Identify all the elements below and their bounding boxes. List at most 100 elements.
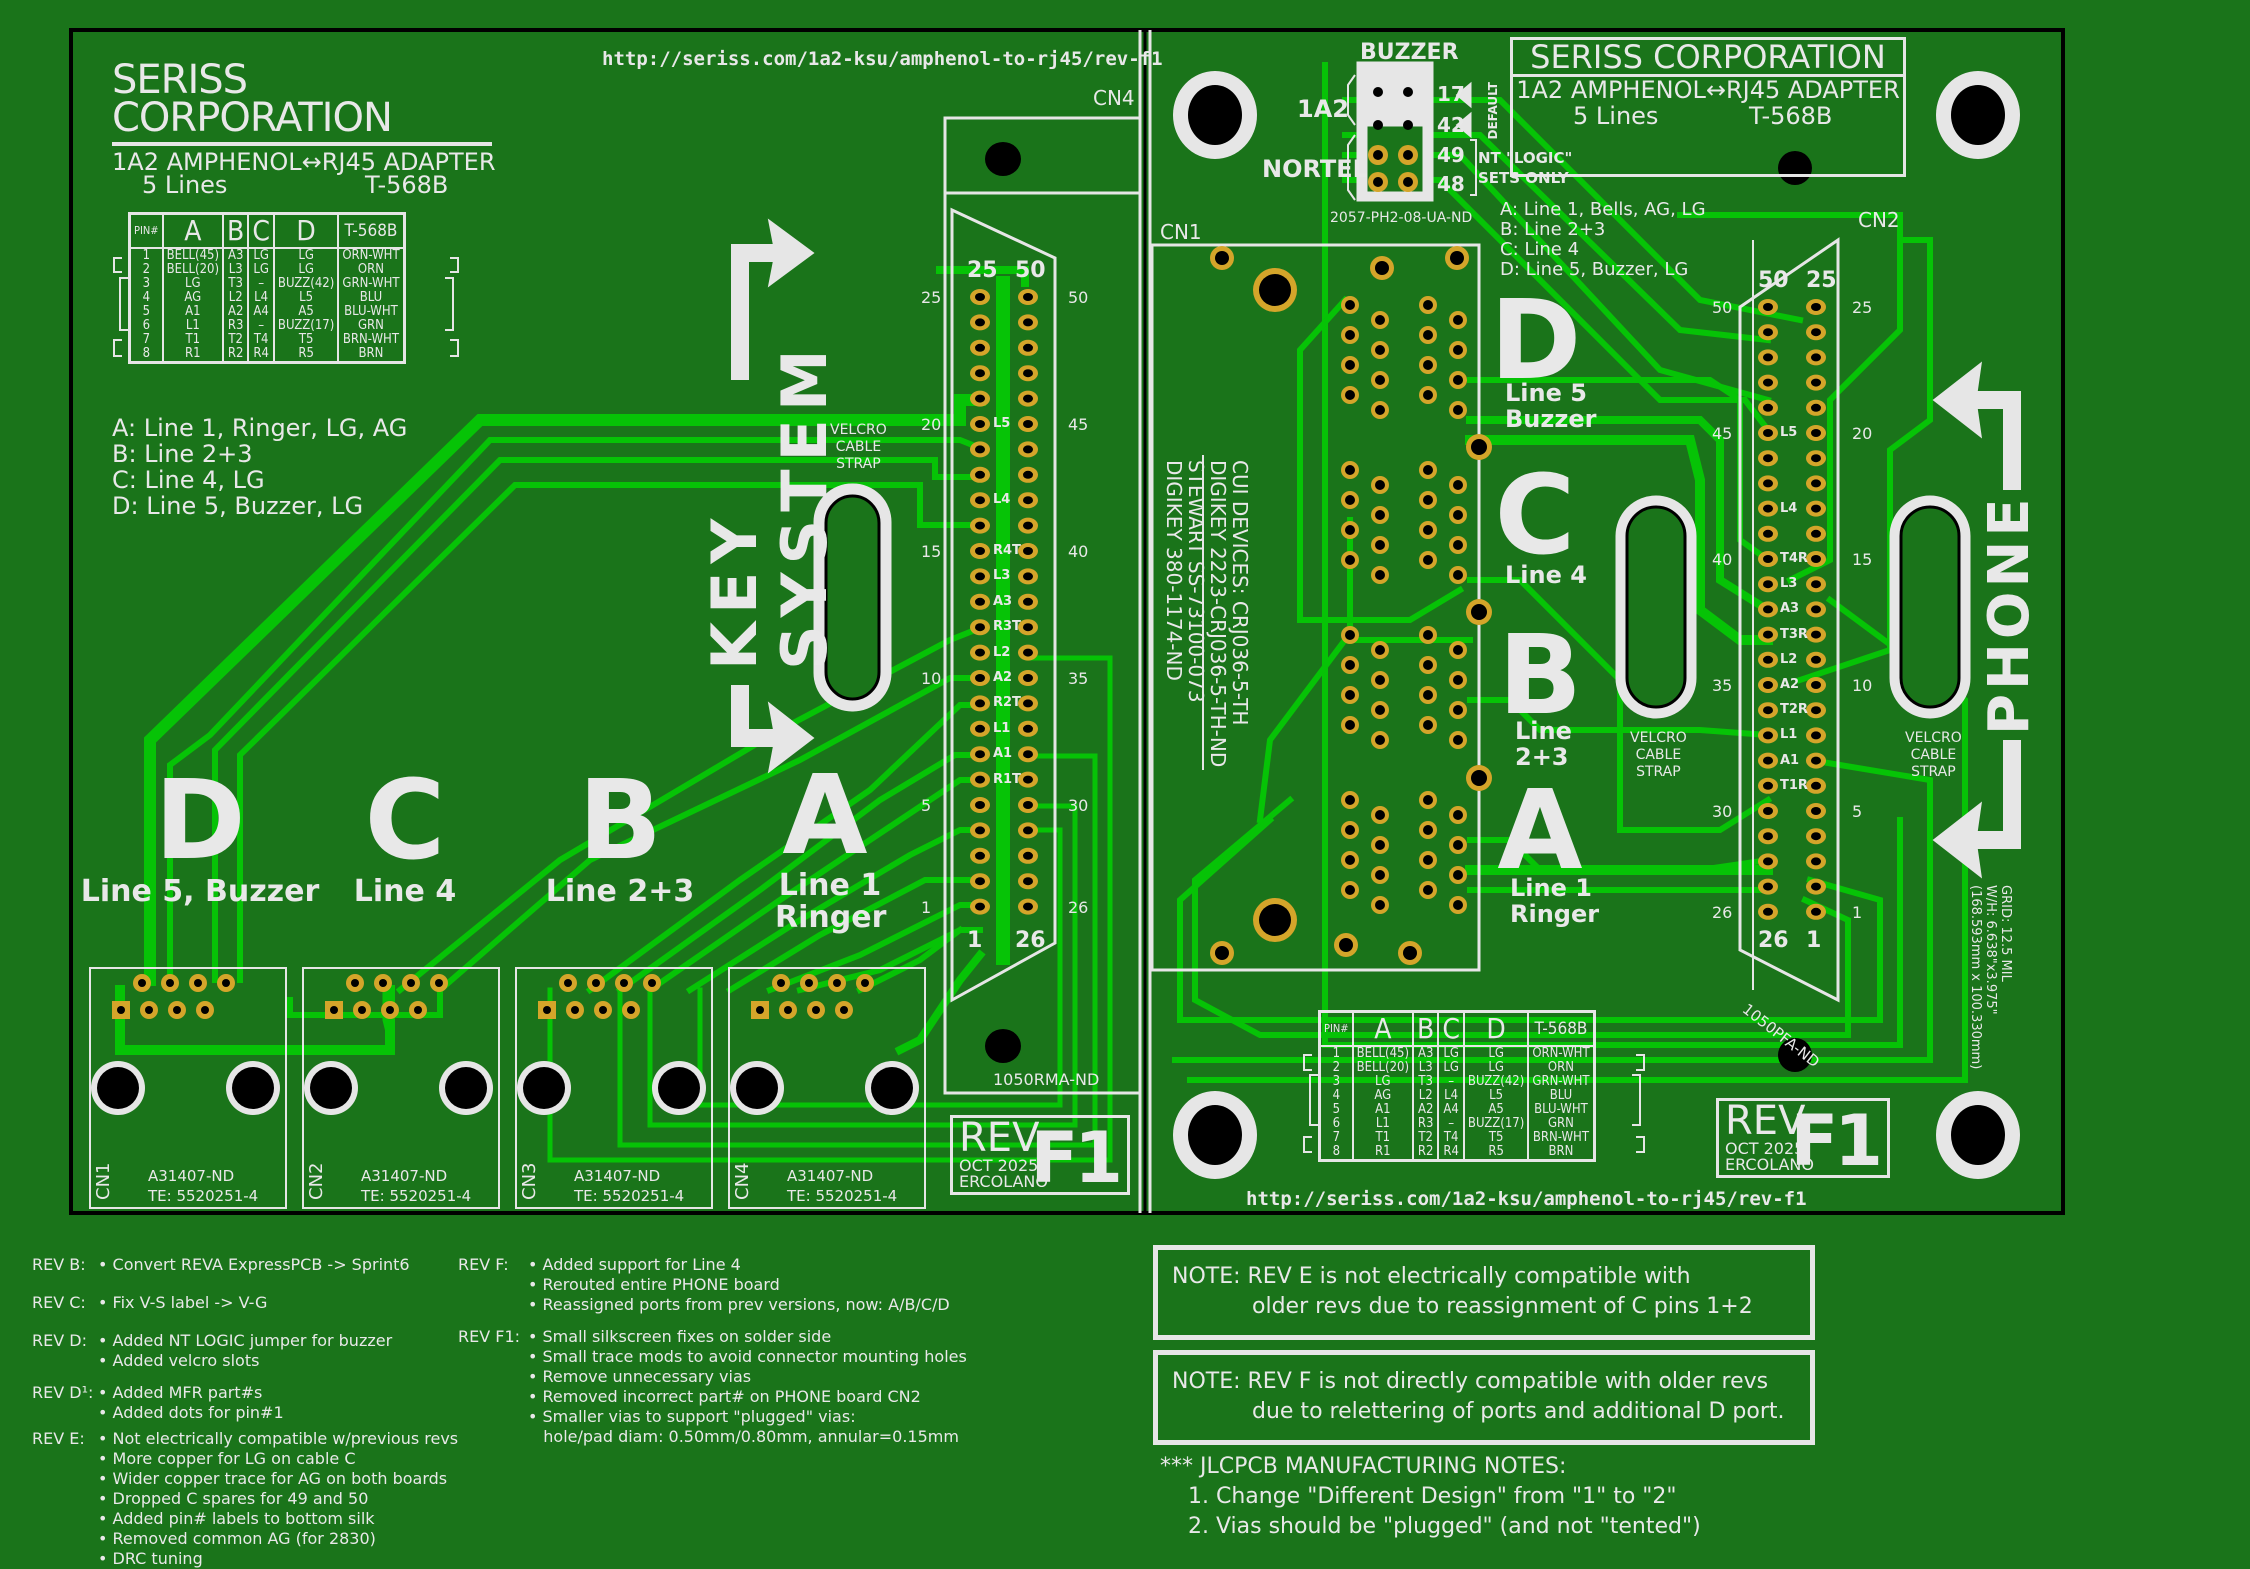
pin-table-cell: T3 [222,277,250,291]
rev-history-item: • Small silkscreen fixes on solder side [528,1327,832,1346]
connector-pin-number: 45 [1712,424,1733,443]
connector-pin-number: 10 [1852,676,1873,695]
connector-header-number: 25 [1806,268,1837,293]
pin-hole [1023,851,1033,860]
connector-header-number: 25 [967,258,998,283]
right-velcro-label-2: VELCRO CABLE STRAP [1905,730,1962,781]
pin-hole [1453,645,1463,655]
pin-hole [1023,826,1033,835]
bracket [1309,1074,1318,1126]
part-digikey-cui: DIGIKEY 2223-CRJ036-5-TH-ND [1206,460,1230,768]
pin-hole [1375,810,1385,820]
pin-hole [812,1006,820,1014]
arrow-right-icon [767,701,815,774]
rev-history-item: • Reassigned ports from prev versions, n… [528,1295,950,1314]
pin-table-cell: LG [1351,1075,1415,1089]
cable-word: CABLE [1635,747,1682,763]
rev-history-item: • Rerouted entire PHONE board [528,1275,780,1294]
pin-hole [1345,720,1355,730]
right-legend-c: C: Line 4 [1500,239,1580,260]
bracket [1347,74,1356,126]
pin-hole [1345,525,1355,535]
pin-table-cell: BRN [1527,1145,1596,1161]
pin-hole [1023,318,1033,327]
pin-hole [1375,735,1385,745]
pin-table-cell: 4 [128,291,164,305]
pin-hole [599,1006,607,1014]
pin-hole [1375,540,1385,550]
jack-mfr-number: TE: 5520251-4 [574,1187,685,1205]
pin-table-cell: BELL(45) [161,248,225,263]
pin-hole [1375,480,1385,490]
right-legend-d: D: Line 5, Buzzer, LG [1500,259,1689,280]
jack-part-number: A31407-ND [787,1167,874,1185]
left-url: http://seriss.com/1a2-ksu/amphenol-to-rj… [602,48,1163,70]
pin-hole [975,343,985,352]
pin-hole [975,394,985,403]
pin-table-cell: BUZZ(42) [272,277,340,291]
jack-mounting-hole [97,1067,139,1109]
arrow-down-right-stem [731,685,790,747]
velcro-slot-hole [824,494,881,701]
pin-hole [1345,555,1355,565]
pin-hole [975,572,985,581]
silkscreen-shapes [89,61,2021,1209]
pin-hole [975,775,985,784]
pin-table-cell: T1 [1351,1131,1415,1145]
trace [1256,635,1350,824]
pin-hole [1423,495,1433,505]
pin-hole [1811,555,1821,563]
pin-hole [1763,655,1773,664]
pin-table-cell: T5 [272,333,340,347]
pin-hole [1423,660,1433,670]
pin-hole [1763,857,1773,866]
pin-hole [1763,303,1773,311]
connector-pin-number: 26 [1068,897,1089,917]
connector-header-number: 1 [967,928,983,953]
jack-mounting-hole [232,1067,274,1109]
rev-history-item: • Convert REVA ExpressPCB -> Sprint6 [98,1255,410,1274]
pin-hole [1763,454,1773,463]
pin-hole [173,1006,181,1014]
connector-pin-number: 40 [1068,542,1089,561]
phone-label: PHONE [1977,494,2042,735]
pin-hole [1423,825,1433,835]
rev-history-item: • Added NT LOGIC jumper for buzzer [98,1331,393,1350]
buzzer-pin-42: 42 [1437,113,1465,137]
pin-table-cell: L1 [161,319,225,333]
pin-hole [1763,681,1773,689]
rev-history-label: REV D¹: [32,1383,94,1402]
left-legend-c: C: Line 4, LG [112,466,265,494]
pin-hole [1763,353,1773,362]
connector-header-number: 1 [1806,928,1822,953]
left-port-d-desc: Line 5, Buzzer [80,874,320,909]
pin-hole [975,318,985,327]
rev-history-item: • Dropped C spares for 49 and 50 [98,1489,369,1508]
board-size-inches: W/H: 6.638"x3.975" [1983,885,1998,1015]
pin-hole [1423,465,1433,475]
pin-hole [1345,825,1355,835]
pin-table-cell: AG [1351,1089,1415,1103]
bracket [1347,134,1356,201]
pin-hole [138,979,146,987]
connector-header-number: 50 [1758,268,1789,293]
pin-table-cell: BELL(20) [161,263,225,277]
pin-hole [777,979,785,987]
rj45-jack-outline [515,967,713,1209]
pin-hole [1811,353,1821,362]
pin-hole [627,1006,635,1014]
pin-table-cell: ORN [337,263,406,277]
mounting-hole [985,1029,1021,1063]
connector-mounting-hole [1778,1038,1812,1072]
pin-hole [805,979,813,987]
mfg-notes-title: *** JLCPCB MANUFACTURING NOTES: [1160,1454,1567,1479]
